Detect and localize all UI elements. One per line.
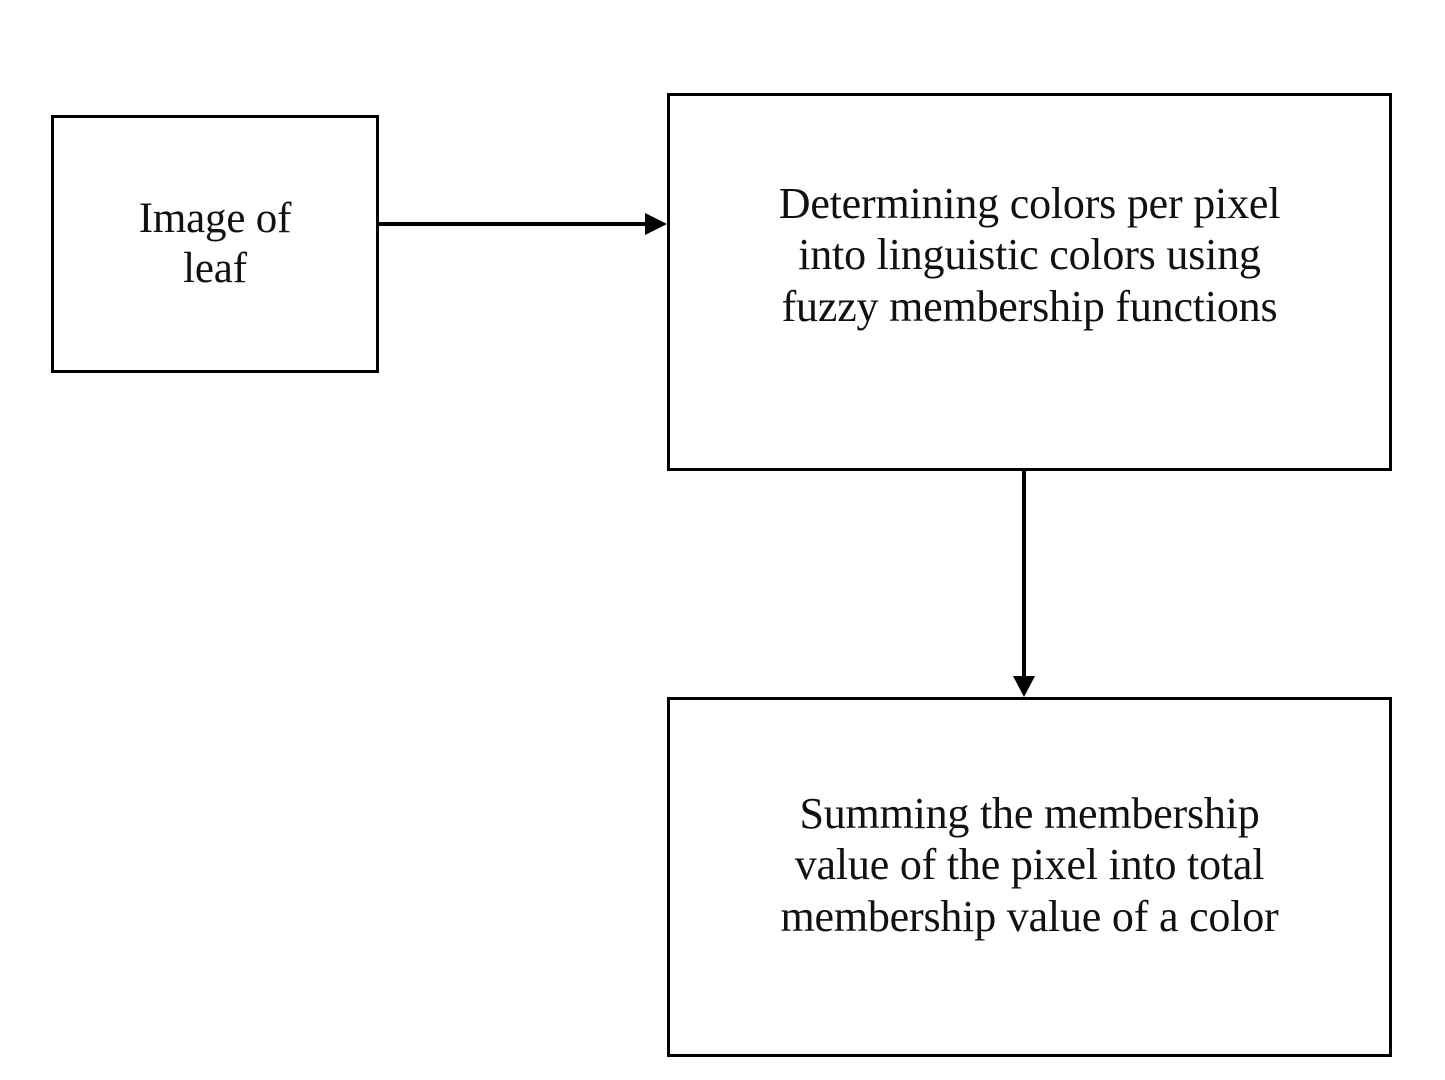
flowchart-node-summing-membership[interactable]: Summing the membership value of the pixe… [667,697,1392,1057]
arrow-head-down-icon [1013,676,1035,697]
flowchart-node-determining-colors[interactable]: Determining colors per pixel into lingui… [667,93,1392,471]
node-label-image-of-leaf: Image of leaf [138,194,292,292]
flowchart-node-image-of-leaf[interactable]: Image of leaf [51,115,379,373]
arrow-head-right-icon [645,213,667,235]
arrow-source-to-determine [379,213,667,235]
arrow-determine-to-summing [1013,470,1035,697]
node-label-determining-colors: Determining colors per pixel into lingui… [778,179,1281,331]
node-label-summing-membership: Summing the membership value of the pixe… [780,789,1279,941]
